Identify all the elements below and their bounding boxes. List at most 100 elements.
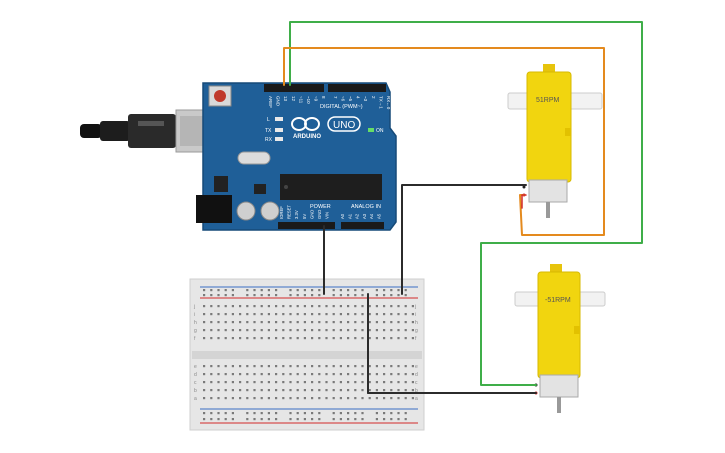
breadboard-hole[interactable]: [210, 397, 213, 400]
breadboard-hole[interactable]: [354, 389, 357, 392]
breadboard-hole[interactable]: [332, 365, 335, 368]
rail-hole[interactable]: [397, 289, 400, 292]
breadboard-hole[interactable]: [318, 397, 321, 400]
breadboard-hole[interactable]: [267, 381, 270, 384]
rail-hole[interactable]: [361, 289, 364, 292]
breadboard-hole[interactable]: [375, 329, 378, 332]
rail-hole[interactable]: [260, 289, 263, 292]
rail-hole[interactable]: [231, 289, 234, 292]
breadboard-hole[interactable]: [325, 397, 328, 400]
rail-hole[interactable]: [217, 412, 220, 415]
rail-hole[interactable]: [318, 289, 321, 292]
breadboard-hole[interactable]: [354, 321, 357, 324]
breadboard-hole[interactable]: [253, 305, 256, 308]
rail-hole[interactable]: [210, 412, 213, 415]
breadboard-hole[interactable]: [390, 365, 393, 368]
digital-pin-header[interactable]: [264, 84, 386, 92]
breadboard-hole[interactable]: [267, 329, 270, 332]
breadboard-hole[interactable]: [361, 321, 364, 324]
rail-hole[interactable]: [296, 418, 299, 421]
breadboard-hole[interactable]: [203, 389, 206, 392]
wire-black-motor-1[interactable]: [401, 184, 527, 295]
breadboard-hole[interactable]: [368, 337, 371, 340]
rail-hole[interactable]: [339, 412, 342, 415]
breadboard-hole[interactable]: [224, 337, 227, 340]
rail-hole[interactable]: [318, 294, 321, 297]
rail-hole[interactable]: [354, 289, 357, 292]
rail-hole[interactable]: [267, 289, 270, 292]
rail-hole[interactable]: [289, 418, 292, 421]
rail-hole[interactable]: [210, 418, 213, 421]
breadboard-hole[interactable]: [260, 373, 263, 376]
breadboard-hole[interactable]: [339, 313, 342, 316]
breadboard-hole[interactable]: [303, 365, 306, 368]
rail-hole[interactable]: [339, 289, 342, 292]
rail-hole[interactable]: [253, 412, 256, 415]
breadboard-hole[interactable]: [239, 365, 242, 368]
breadboard-hole[interactable]: [224, 321, 227, 324]
breadboard-hole[interactable]: [354, 373, 357, 376]
motor-1[interactable]: 51RPM: [507, 64, 603, 218]
breadboard-hole[interactable]: [203, 305, 206, 308]
breadboard-hole[interactable]: [339, 373, 342, 376]
breadboard-hole[interactable]: [289, 373, 292, 376]
breadboard-hole[interactable]: [203, 365, 206, 368]
breadboard-hole[interactable]: [332, 337, 335, 340]
breadboard-hole[interactable]: [332, 313, 335, 316]
breadboard-hole[interactable]: [339, 389, 342, 392]
breadboard-hole[interactable]: [404, 329, 407, 332]
breadboard-hole[interactable]: [296, 397, 299, 400]
rail-hole[interactable]: [361, 418, 364, 421]
rail-hole[interactable]: [267, 294, 270, 297]
breadboard-hole[interactable]: [332, 381, 335, 384]
breadboard-hole[interactable]: [253, 321, 256, 324]
rail-hole[interactable]: [311, 418, 314, 421]
breadboard-hole[interactable]: [275, 321, 278, 324]
breadboard-hole[interactable]: [339, 329, 342, 332]
rail-hole[interactable]: [390, 294, 393, 297]
breadboard-hole[interactable]: [282, 329, 285, 332]
rail-hole[interactable]: [347, 294, 350, 297]
breadboard-hole[interactable]: [303, 397, 306, 400]
breadboard-hole[interactable]: [217, 321, 220, 324]
breadboard-hole[interactable]: [311, 373, 314, 376]
rail-hole[interactable]: [383, 418, 386, 421]
breadboard-hole[interactable]: [296, 389, 299, 392]
breadboard-hole[interactable]: [325, 305, 328, 308]
breadboard-hole[interactable]: [354, 397, 357, 400]
breadboard-hole[interactable]: [311, 305, 314, 308]
breadboard-hole[interactable]: [239, 373, 242, 376]
breadboard-hole[interactable]: [404, 381, 407, 384]
breadboard-hole[interactable]: [339, 321, 342, 324]
breadboard-hole[interactable]: [318, 365, 321, 368]
breadboard-hole[interactable]: [224, 397, 227, 400]
breadboard-hole[interactable]: [411, 321, 414, 324]
rail-hole[interactable]: [311, 289, 314, 292]
rail-hole[interactable]: [267, 412, 270, 415]
breadboard-hole[interactable]: [289, 305, 292, 308]
breadboard-hole[interactable]: [224, 381, 227, 384]
breadboard-hole[interactable]: [318, 321, 321, 324]
rail-hole[interactable]: [203, 289, 206, 292]
breadboard-hole[interactable]: [282, 321, 285, 324]
breadboard-hole[interactable]: [390, 329, 393, 332]
breadboard-hole[interactable]: [253, 337, 256, 340]
rail-hole[interactable]: [275, 412, 278, 415]
rail-hole[interactable]: [332, 289, 335, 292]
rail-hole[interactable]: [404, 412, 407, 415]
breadboard-hole[interactable]: [239, 321, 242, 324]
breadboard-hole[interactable]: [361, 373, 364, 376]
breadboard-hole[interactable]: [224, 389, 227, 392]
motor-2[interactable]: -51RPM: [514, 264, 606, 413]
rail-hole[interactable]: [231, 294, 234, 297]
breadboard-hole[interactable]: [267, 313, 270, 316]
breadboard-hole[interactable]: [383, 329, 386, 332]
breadboard-hole[interactable]: [231, 337, 234, 340]
analog-pin-header[interactable]: [341, 222, 384, 229]
rail-hole[interactable]: [267, 418, 270, 421]
breadboard-hole[interactable]: [318, 305, 321, 308]
breadboard-hole[interactable]: [246, 389, 249, 392]
breadboard-hole[interactable]: [339, 337, 342, 340]
breadboard-hole[interactable]: [282, 373, 285, 376]
